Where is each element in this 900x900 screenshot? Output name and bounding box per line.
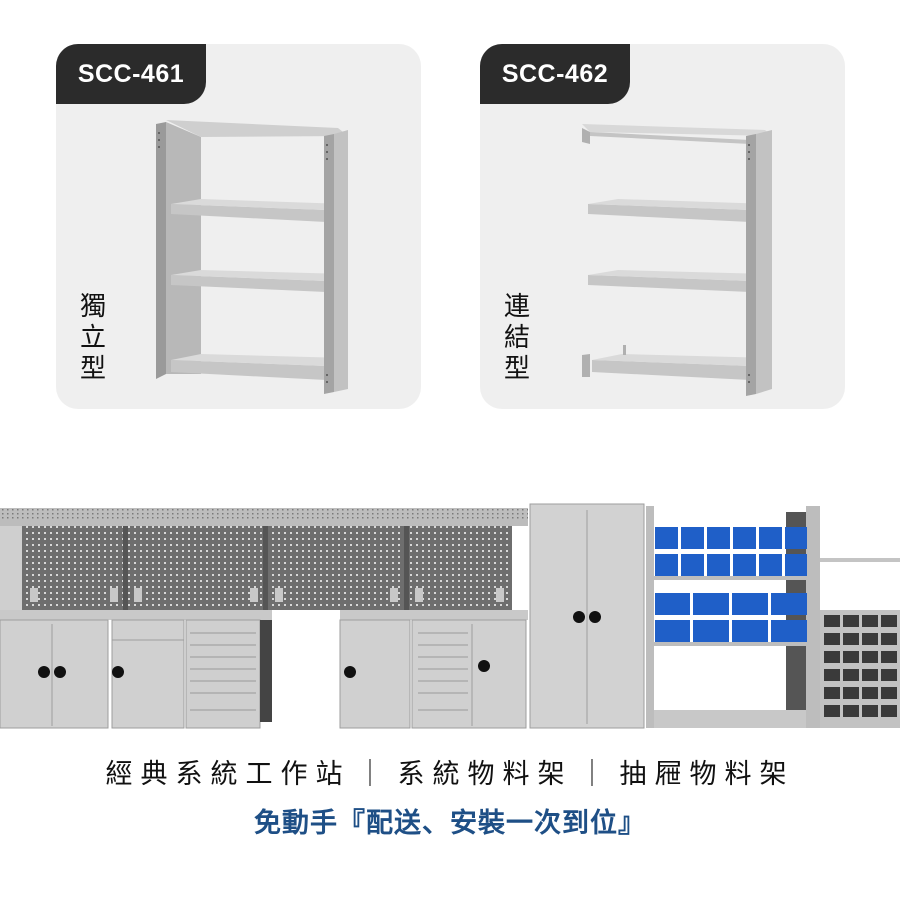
model-tag: SCC-462: [480, 44, 630, 104]
type-label-connected: 連 結 型: [503, 292, 530, 384]
category-workstation: 經典系統工作站: [105, 759, 351, 790]
separator: ｜: [578, 759, 614, 790]
type-label-standalone: 獨 立 型: [79, 292, 106, 384]
workstation-product-lineup-image: [0, 503, 900, 729]
product-categories-headline: 經典系統工作站｜系統物料架｜抽屜物料架: [0, 752, 900, 791]
product-card-scc-462[interactable]: SCC-462 連 結 型: [480, 44, 845, 409]
separator: ｜: [356, 759, 392, 790]
category-material-rack: 系統物料架: [397, 759, 573, 790]
category-drawer-rack: 抽屜物料架: [619, 759, 795, 790]
standalone-shelf-image: [156, 120, 348, 394]
delivery-tagline: 免動手『配送、安裝一次到位』: [254, 808, 646, 839]
product-card-scc-461[interactable]: SCC-461 獨 立 型: [56, 44, 421, 409]
connected-shelf-image: [582, 124, 772, 396]
model-tag: SCC-461: [56, 44, 206, 104]
